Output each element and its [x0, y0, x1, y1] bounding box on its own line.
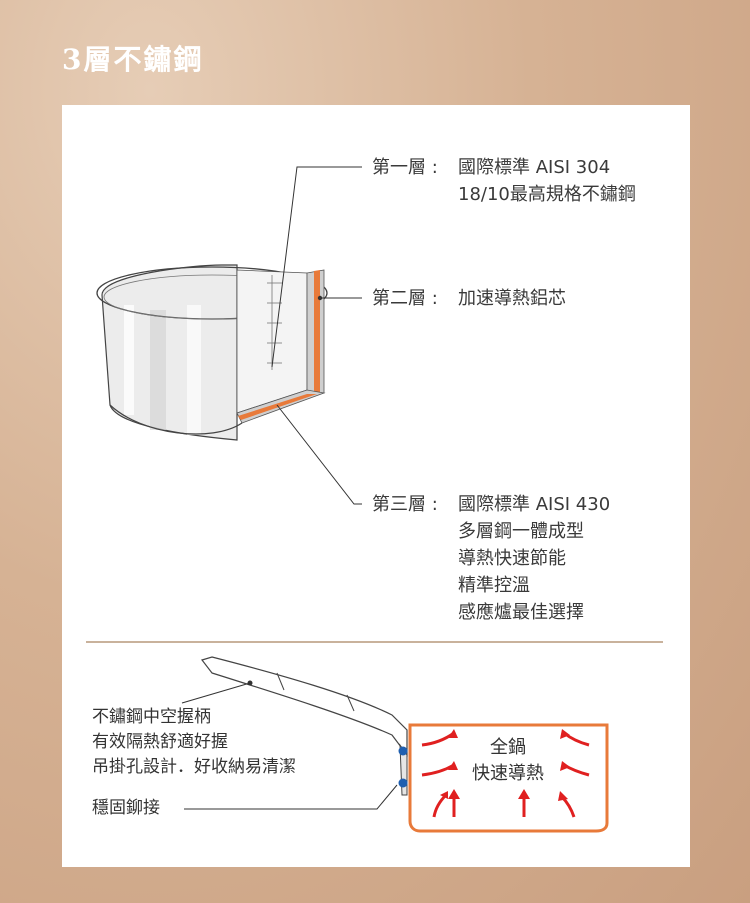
pot-illustration — [96, 264, 328, 441]
layer-2-label: 第二層 : — [372, 288, 438, 309]
page-title: 3層不鏽鋼 — [62, 43, 204, 76]
handle-feature-1: 不鏽鋼中空握柄 — [92, 707, 211, 727]
layer-3-line-3: 導熱快速節能 — [458, 548, 566, 569]
layer-3-line-2: 多層鋼一體成型 — [458, 521, 584, 542]
layer-3-line-1: 國際標準 AISI 430 — [458, 494, 611, 515]
layer-3-line-5: 感應爐最佳選擇 — [458, 602, 584, 623]
layer-1-line-1: 國際標準 AISI 304 — [458, 157, 611, 178]
layer-3-label: 第三層 : — [372, 494, 438, 515]
layer-1-line-2: 18/10最高規格不鏽鋼 — [458, 184, 636, 205]
pan-label-2: 快速導熱 — [472, 763, 544, 784]
section-divider — [86, 641, 663, 643]
rivet-label: 穩固鉚接 — [92, 798, 160, 818]
pan-label-1: 全鍋 — [490, 737, 526, 758]
handle-feature-3: 吊掛孔設計．好收納易清潔 — [92, 757, 296, 777]
layer-2-line-1: 加速導熱鋁芯 — [458, 288, 566, 309]
cookware-diagram — [96, 166, 609, 833]
layer-1-label: 第一層 : — [372, 157, 438, 178]
pan-outline — [408, 723, 609, 833]
layer-3-line-4: 精準控溫 — [458, 575, 530, 596]
diagram-panel: 第一層 : 國際標準 AISI 304 18/10最高規格不鏽鋼 第二層 : 加… — [62, 105, 690, 867]
handle-feature-2: 有效隔熱舒適好握 — [92, 732, 228, 752]
